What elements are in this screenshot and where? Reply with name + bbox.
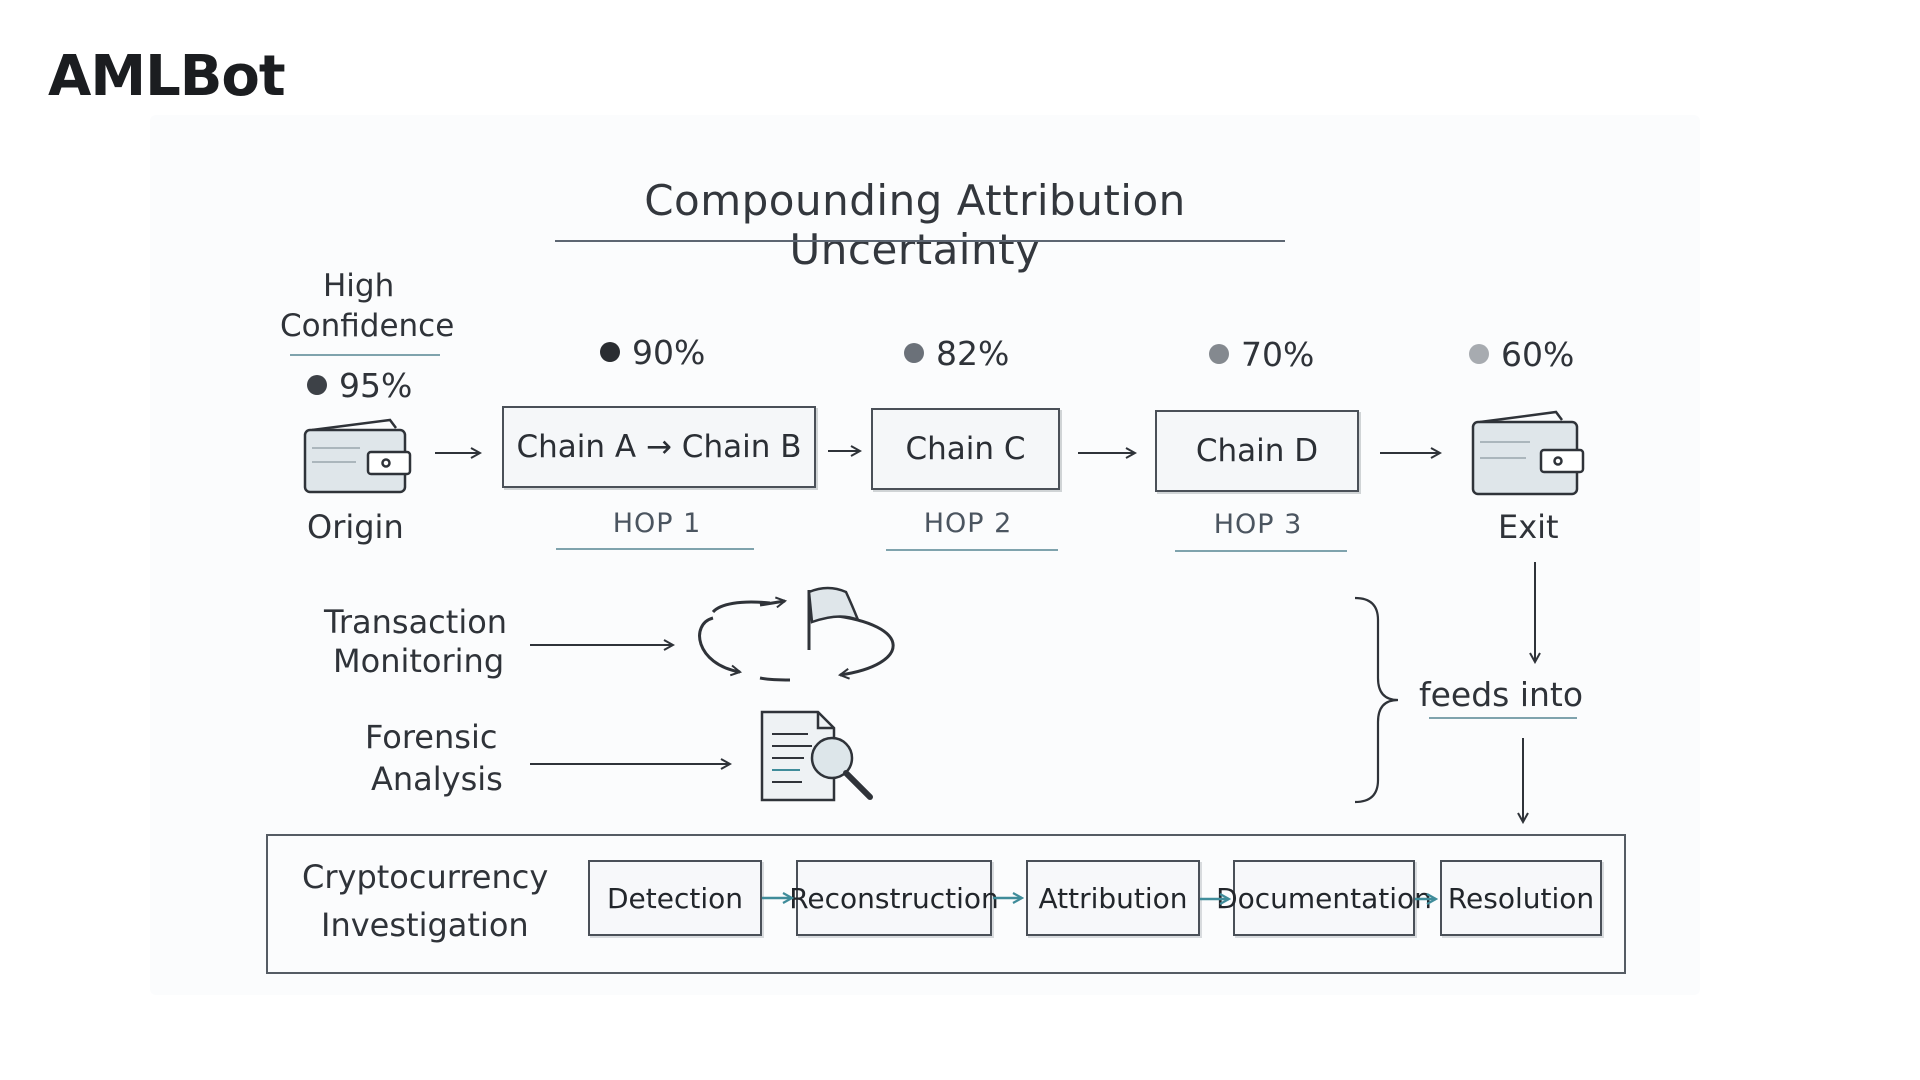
exit-confidence: 60% bbox=[1469, 335, 1574, 374]
confidence-label-line1: High bbox=[323, 268, 395, 304]
investigation-label-line2: Investigation bbox=[321, 906, 529, 944]
origin-label: Origin bbox=[307, 508, 404, 546]
wallet-icon bbox=[1471, 410, 1585, 496]
hop-underline bbox=[556, 548, 754, 550]
chain-box-hop2: Chain C bbox=[871, 408, 1060, 490]
confidence-dot bbox=[1469, 344, 1489, 364]
hop2-confidence: 82% bbox=[904, 334, 1009, 373]
hop-underline bbox=[1175, 550, 1347, 552]
confidence-dot bbox=[307, 375, 327, 395]
hop3-confidence: 70% bbox=[1209, 335, 1314, 374]
confidence-value: 90% bbox=[632, 333, 706, 372]
input-label-monitoring-line2: Monitoring bbox=[333, 642, 505, 680]
confidence-dot bbox=[904, 343, 924, 363]
wallet-icon bbox=[303, 418, 412, 494]
step-attribution: Attribution bbox=[1026, 860, 1200, 936]
step-reconstruction: Reconstruction bbox=[789, 860, 999, 936]
confidence-value: 82% bbox=[936, 334, 1010, 373]
feeds-underline bbox=[1429, 717, 1577, 719]
feeds-into-label: feeds into bbox=[1419, 675, 1584, 714]
input-label-forensic-line2: Analysis bbox=[371, 760, 503, 798]
chain-box-hop3: Chain D bbox=[1155, 410, 1359, 492]
hop-label-1: HOP 1 bbox=[612, 508, 702, 539]
confidence-value: 60% bbox=[1501, 335, 1575, 374]
confidence-dot bbox=[600, 342, 620, 362]
flag-cycle-icon bbox=[698, 586, 895, 682]
input-label-forensic-line1: Forensic bbox=[365, 718, 498, 756]
hop-label-2: HOP 2 bbox=[923, 508, 1013, 539]
confidence-underline bbox=[290, 354, 440, 356]
step-resolution: Resolution bbox=[1440, 860, 1602, 936]
hop-underline bbox=[886, 549, 1058, 551]
confidence-value: 95% bbox=[339, 366, 413, 405]
diagram-canvas bbox=[150, 115, 1700, 995]
step-documentation: Documentation bbox=[1216, 860, 1432, 936]
step-detection: Detection bbox=[588, 860, 762, 936]
exit-label: Exit bbox=[1498, 508, 1559, 546]
investigation-label-line1: Cryptocurrency bbox=[302, 858, 549, 896]
hop-label-3: HOP 3 bbox=[1213, 509, 1303, 540]
bracket bbox=[1354, 596, 1399, 804]
origin-confidence: 95% bbox=[307, 366, 412, 405]
confidence-label-line2: Confidence bbox=[280, 308, 455, 344]
diagram-title: Compounding Attribution Uncertainty bbox=[644, 176, 1186, 274]
title-underline bbox=[555, 240, 1285, 242]
document-search-icon bbox=[760, 710, 873, 802]
logo: AMLBot bbox=[48, 44, 286, 109]
investigation-frame bbox=[266, 834, 1626, 974]
confidence-dot bbox=[1209, 344, 1229, 364]
input-label-monitoring-line1: Transaction bbox=[324, 603, 508, 641]
confidence-value: 70% bbox=[1241, 335, 1315, 374]
hop1-confidence: 90% bbox=[600, 333, 705, 372]
chain-box-hop1: Chain A → Chain B bbox=[502, 406, 816, 488]
